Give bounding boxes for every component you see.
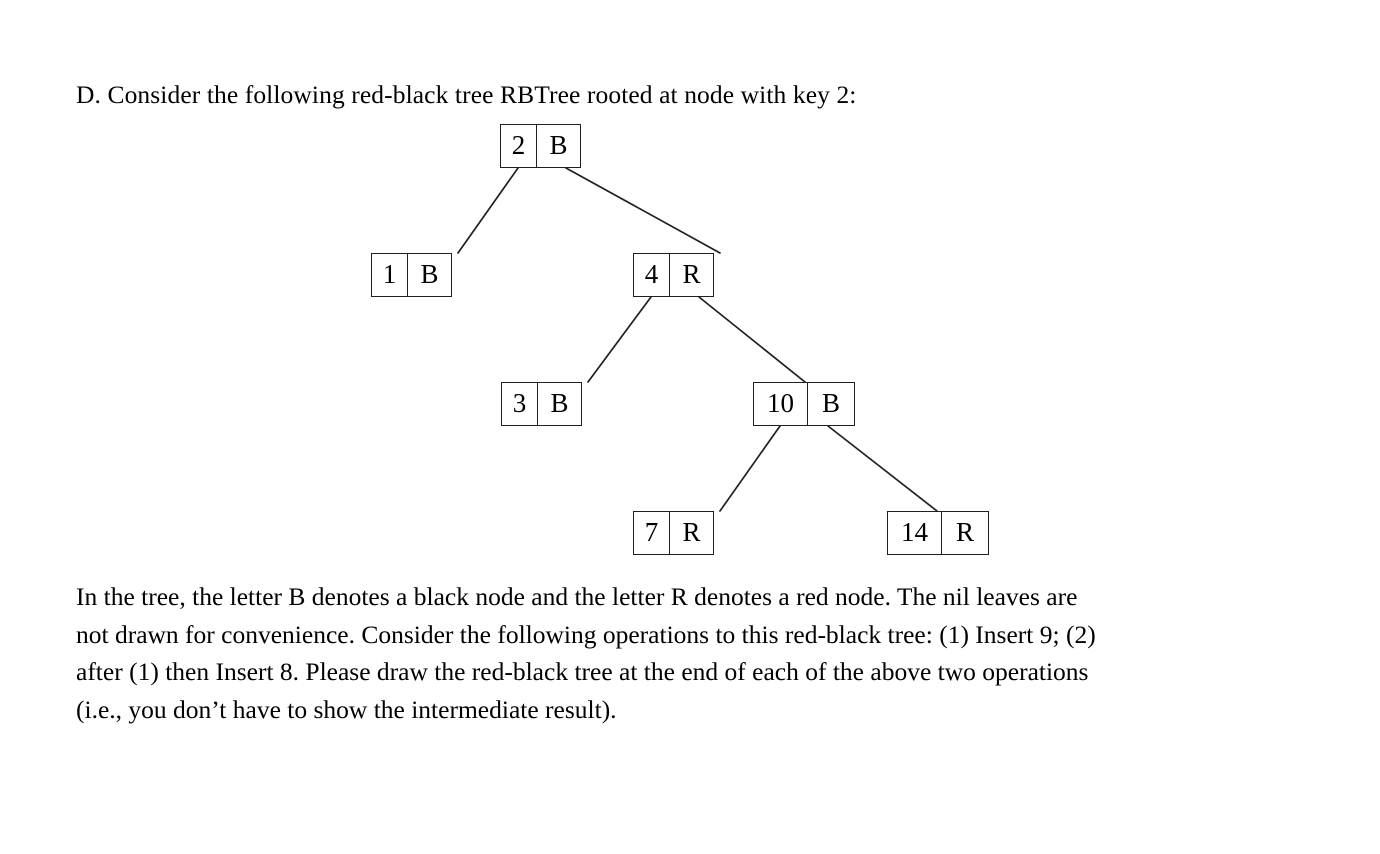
tree-node-key: 2 <box>501 125 537 167</box>
body-paragraph-line: (i.e., you don’t have to show the interm… <box>76 694 617 724</box>
body-paragraph-line: not drawn for convenience. Consider the … <box>76 619 1096 649</box>
tree-node-key: 14 <box>888 512 942 554</box>
tree-node-key: 4 <box>634 254 670 296</box>
tree-node-key: 7 <box>634 512 670 554</box>
tree-node-color-letter: B <box>420 258 439 289</box>
tree-node-key: 1 <box>372 254 408 296</box>
tree-node-key: 10 <box>754 383 808 425</box>
tree-node-color-letter: B <box>549 129 568 160</box>
tree-node-color-letter: R <box>682 516 701 547</box>
tree-edge-n2-n1 <box>457 167 519 254</box>
tree-node-14: 14 R <box>887 511 989 555</box>
body-paragraph: In the tree, the letter B denotes a blac… <box>76 578 1291 728</box>
tree-edge-n4-n3 <box>587 296 652 383</box>
page-title: D. Consider the following red-black tree… <box>76 80 857 109</box>
tree-node-color-letter: B <box>821 387 840 418</box>
tree-edge-n10-n7 <box>719 425 781 512</box>
body-paragraph-line: after (1) then Insert 8. Please draw the… <box>76 657 1089 686</box>
tree-node-key: 3 <box>502 383 538 425</box>
tree-node-10: 10 B <box>753 382 855 426</box>
body-paragraph-line: In the tree, the letter B denotes a blac… <box>76 582 1078 611</box>
tree-edge-n2-n4 <box>565 167 721 254</box>
tree-edge-n4-n10 <box>698 296 806 383</box>
tree-node-color-letter: R <box>955 516 974 547</box>
tree-edge-n10-n14 <box>827 425 938 512</box>
tree-node-color-letter: R <box>682 258 701 289</box>
tree-node-color-letter: B <box>550 387 569 418</box>
tree-edges-layer <box>457 167 938 512</box>
